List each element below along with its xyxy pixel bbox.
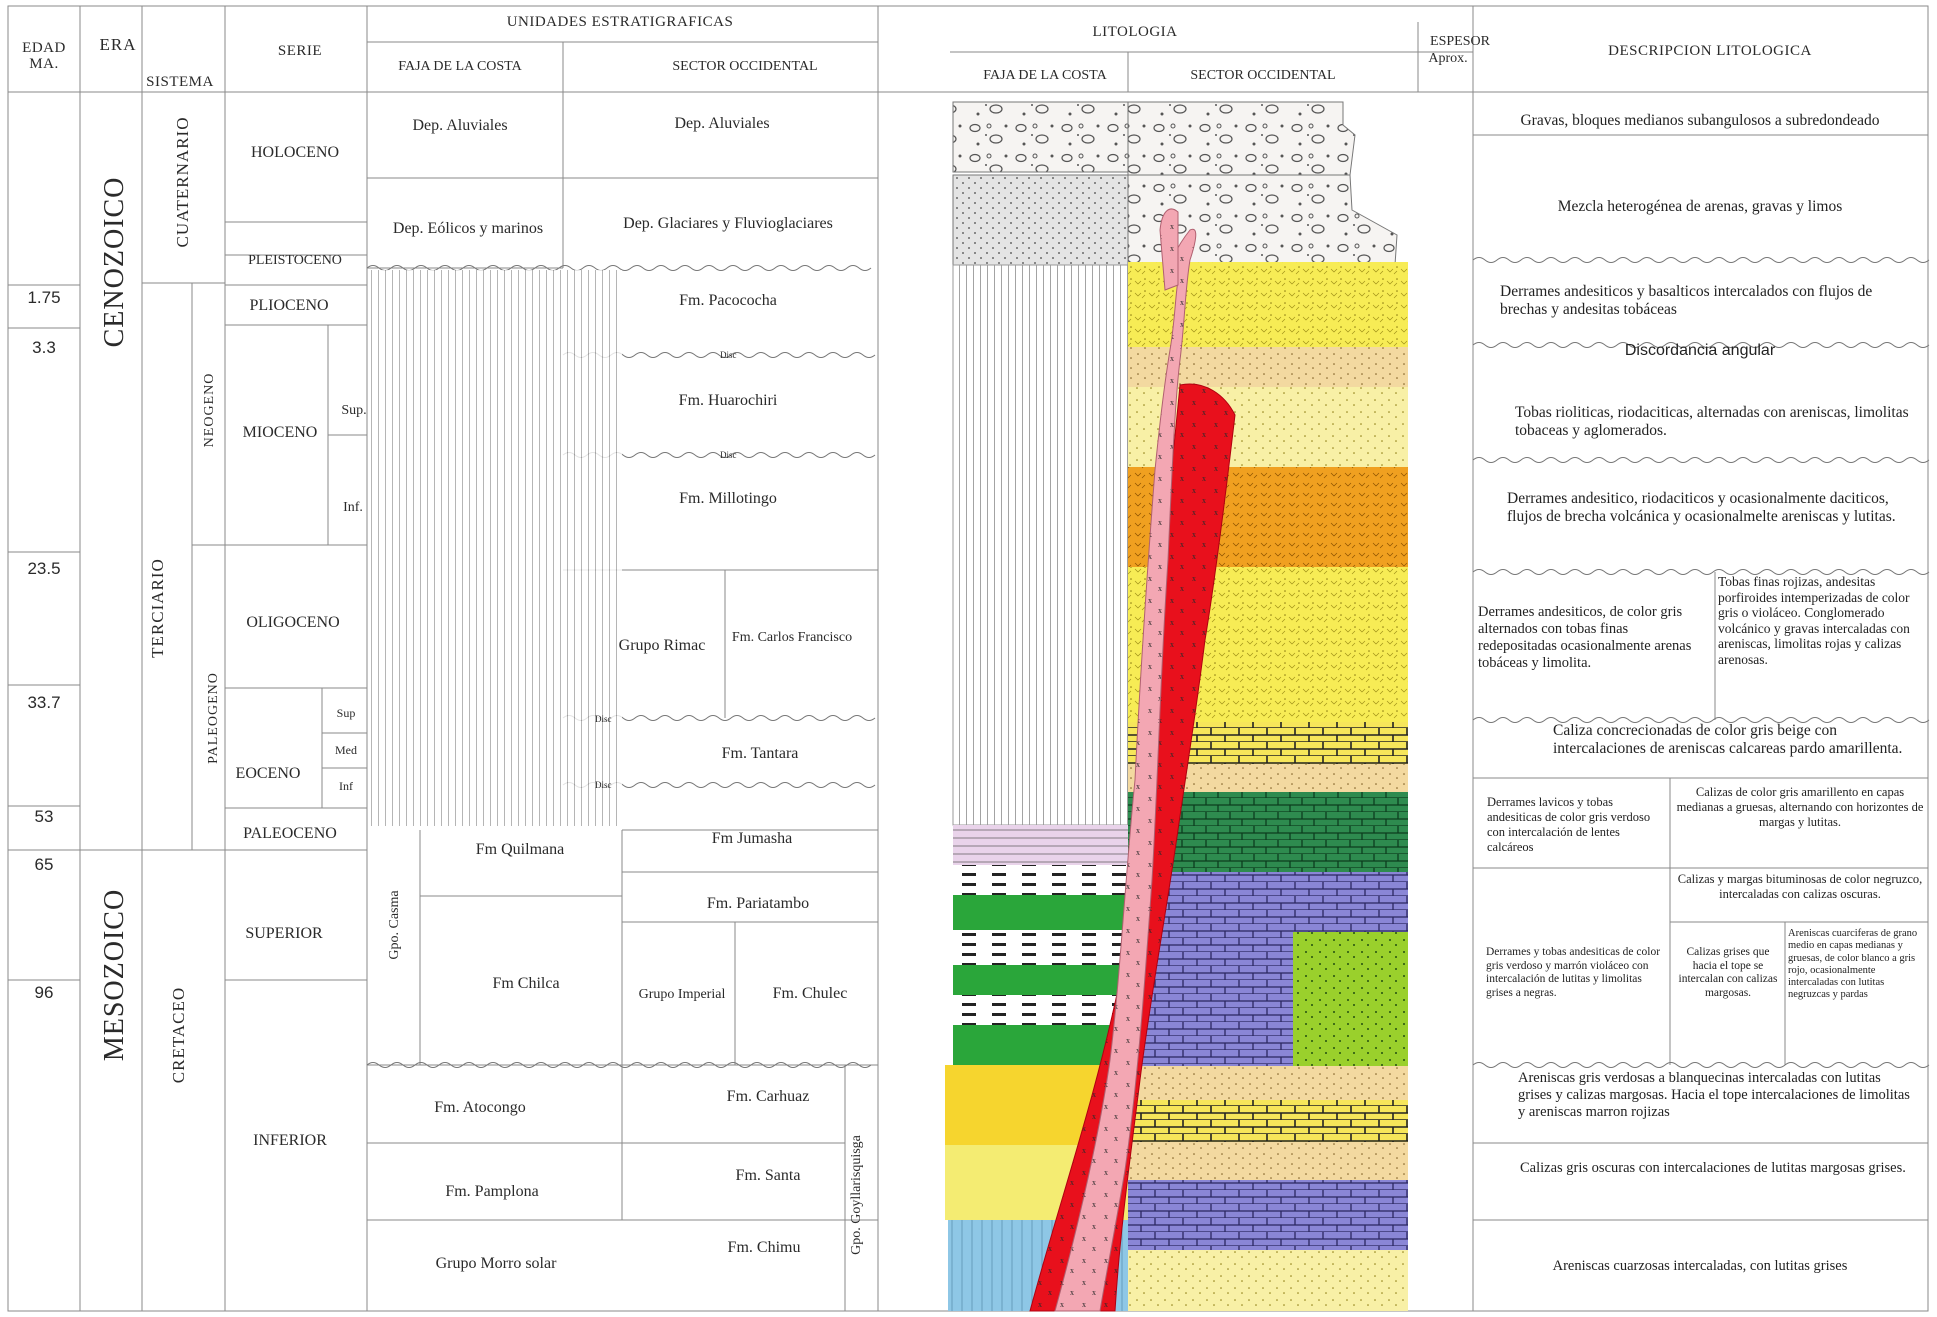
- description-text: Derrames andesitico, riodaciticos y ocas…: [1507, 490, 1896, 525]
- unit-label: Grupo Imperial: [639, 987, 726, 1002]
- description-text: Derrames andesiticos, de color gris alte…: [1478, 604, 1692, 671]
- unit-label: Fm Chilca: [492, 975, 559, 992]
- description-text: Gravas, bloques medianos subangulosos a …: [1520, 112, 1880, 129]
- header-litologia-sector: SECTOR OCCIDENTAL: [1190, 68, 1335, 83]
- unit-label: Fm. Atocongo: [434, 1099, 526, 1116]
- description-text: Calizas gris oscuras con intercalaciones…: [1520, 1160, 1906, 1176]
- description-text: Calizas grises que hacia el tope se inte…: [1678, 946, 1778, 999]
- unit-label: Grupo Rimac: [619, 637, 706, 654]
- header-faja-costa: FAJA DE LA COSTA: [398, 59, 522, 74]
- disc-label: Disc: [720, 450, 737, 460]
- unit-label: Fm. Huarochiri: [679, 392, 778, 409]
- header-edad: EDAD: [22, 40, 66, 56]
- age-label: 65: [35, 855, 54, 874]
- description-text: Tobas finas rojizas, andesitas porfiroid…: [1718, 574, 1910, 667]
- unit-label: Fm. Chimu: [728, 1239, 801, 1256]
- description-text: Calizas y margas bituminosas de color ne…: [1677, 872, 1923, 901]
- sector-occidental-units: Dep. Aluviales Dep. Glaciares y Fluviogl…: [619, 115, 864, 1256]
- serie-superior: SUPERIOR: [245, 925, 323, 942]
- serie-holoceno: HOLOCENO: [251, 144, 339, 161]
- unconformity-lines: [366, 257, 1930, 1068]
- serie-mioceno: MIOCENO: [243, 424, 318, 441]
- lithology-column: Disc Disc Disc Disc: [595, 101, 1408, 1312]
- header-era: ERA: [100, 35, 137, 54]
- subserie-sup: Sup.: [341, 403, 366, 418]
- description-text: Areniscas gris verdosas a blanquecinas i…: [1518, 1070, 1910, 1120]
- unit-label: Fm. Pariatambo: [707, 895, 809, 912]
- unit-label: Fm. Carhuaz: [727, 1088, 810, 1105]
- age-label: 96: [35, 983, 54, 1002]
- description-text: Calizas de color gris amarillento en cap…: [1676, 785, 1924, 829]
- age-label: 53: [35, 807, 54, 826]
- description-text: Derrames y tobas andesiticas de color gr…: [1486, 946, 1661, 999]
- serie-plioceno: PLIOCENO: [249, 297, 328, 314]
- unit-label: Dep. Eólicos y marinos: [393, 220, 543, 237]
- era-mesozoico: MESOZOICO: [99, 889, 130, 1061]
- chrono-labels: CENOZOICO MESOZOICO CUATERNARIO TERCIARI…: [99, 117, 367, 1149]
- group-label: Gpo. Casma: [387, 890, 402, 960]
- unit-label: Dep. Aluviales: [674, 115, 769, 132]
- unit-label: Fm. Pamplona: [445, 1183, 538, 1200]
- description-text: Areniscas cuarzosas intercaladas, con lu…: [1552, 1258, 1848, 1274]
- disc-label: Disc: [595, 780, 612, 790]
- description-text: Derrames lavicos y tobas andesiticas de …: [1487, 795, 1651, 854]
- header-sector-occidental: SECTOR OCCIDENTAL: [672, 59, 817, 74]
- lithology-descriptions: Gravas, bloques medianos subangulosos a …: [1478, 112, 1924, 1274]
- serie-oligoceno: OLIGOCENO: [246, 614, 339, 631]
- age-label: 33.7: [27, 693, 60, 712]
- unit-label: Fm. Santa: [736, 1167, 801, 1184]
- unit-label: Grupo Morro solar: [436, 1255, 558, 1272]
- disc-label: Disc: [595, 714, 612, 724]
- group-label: Gpo. Goyllarisquisga: [849, 1134, 864, 1255]
- unit-label: Fm. Millotingo: [679, 490, 777, 507]
- subserie-inf: Inf.: [343, 500, 363, 515]
- header-descripcion: DESCRIPCION LITOLOGICA: [1608, 43, 1812, 59]
- unit-label: Fm. Tantara: [722, 745, 799, 762]
- header-unidades: UNIDADES ESTRATIGRAFICAS: [507, 14, 734, 30]
- serie-eoceno: EOCENO: [236, 765, 301, 782]
- serie-inferior: INFERIOR: [253, 1132, 327, 1149]
- subserie-sup: Sup: [337, 706, 356, 720]
- header-litologia: LITOLOGIA: [1092, 24, 1177, 40]
- subserie-med: Med: [335, 743, 357, 757]
- faja-hatch-gap: [370, 270, 622, 826]
- subsistema-neogeno: NEOGENO: [202, 373, 217, 448]
- serie-pleistoceno: PLEISTOCENO: [248, 253, 342, 268]
- header-aprox: Aprox.: [1428, 51, 1467, 66]
- sistema-cuaternario: CUATERNARIO: [173, 117, 192, 248]
- header-espesor: ESPESOR: [1430, 34, 1491, 49]
- age-column: 1.75 3.3 23.5 33.7 53 65 96: [27, 288, 60, 1002]
- description-text: Areniscas cuarciferas de grano medio en …: [1788, 928, 1918, 1001]
- header-litologia-faja: FAJA DE LA COSTA: [983, 68, 1107, 83]
- header-serie: SERIE: [278, 43, 322, 59]
- headers: EDAD MA. ERA SISTEMA SERIE UNIDADES ESTR…: [22, 14, 1812, 90]
- age-label: 3.3: [32, 338, 56, 357]
- description-text: Discordancia angular: [1624, 342, 1776, 359]
- description-text: Caliza concrecionadas de color gris beig…: [1553, 722, 1903, 757]
- unit-label: Fm Jumasha: [712, 830, 792, 847]
- subsistema-paleogeno: PALEOGENO: [206, 672, 221, 764]
- era-cenozoico: CENOZOICO: [99, 177, 130, 348]
- sistema-terciario: TERCIARIO: [148, 558, 167, 658]
- serie-paleoceno: PALEOCENO: [243, 825, 337, 842]
- faja-costa-units: Dep. Aluviales Dep. Eólicos y marinos Fm…: [387, 117, 564, 1272]
- header-ma: MA.: [29, 56, 58, 72]
- description-text: Derrames andesiticos y basalticos interc…: [1500, 283, 1873, 318]
- age-label: 23.5: [27, 559, 60, 578]
- age-label: 1.75: [27, 288, 60, 307]
- unit-label: Fm. Carlos Francisco: [732, 630, 852, 645]
- disc-label: Disc: [720, 350, 737, 360]
- description-text: Tobas rioliticas, riodaciticas, alternad…: [1515, 404, 1909, 439]
- unit-label: Dep. Glaciares y Fluvioglaciares: [623, 215, 833, 232]
- sistema-cretaceo: CRETACEO: [169, 987, 188, 1083]
- unit-label: Fm. Chulec: [773, 985, 848, 1002]
- header-sistema: SISTEMA: [146, 74, 214, 90]
- subserie-inf: Inf: [339, 779, 353, 793]
- table-grid: [7, 5, 1929, 1312]
- unit-label: Fm Quilmana: [476, 841, 564, 858]
- unit-label: Dep. Aluviales: [412, 117, 507, 134]
- unit-label: Fm. Pacococha: [679, 292, 777, 309]
- description-text: Mezcla heterogénea de arenas, gravas y l…: [1557, 198, 1843, 215]
